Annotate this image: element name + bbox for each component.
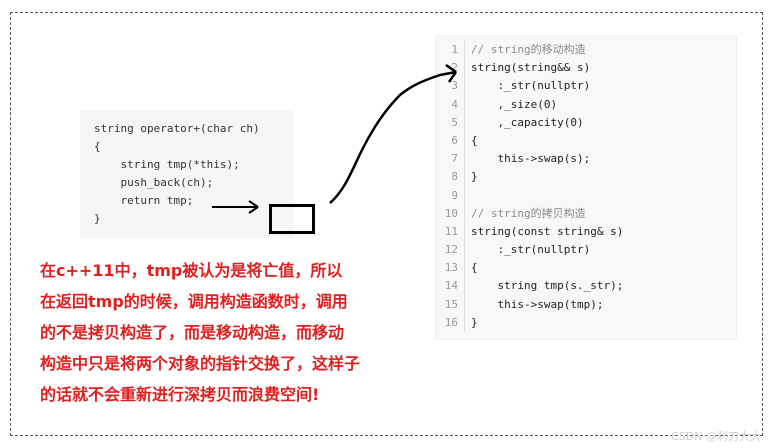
code-text: string(string&& s) <box>471 61 591 75</box>
code-row: 2 string(string&& s) <box>436 59 736 78</box>
code-row: 13 { <box>436 259 736 278</box>
line-number: 9 <box>436 186 465 205</box>
explanation-line: 的话就不会重新进行深拷贝而浪费空间! <box>40 385 320 404</box>
line-number: 10 <box>436 204 465 223</box>
curve-arrow-head <box>445 63 458 83</box>
code-row: 1 // string的移动构造 <box>436 41 736 60</box>
constructors-code-block: 1 // string的移动构造 2 string(string&& s) 3 :_… <box>435 35 737 340</box>
code-text: { <box>471 133 478 147</box>
code-text: :_str(nullptr) <box>471 243 591 257</box>
code-line: { <box>94 140 101 153</box>
explanation-line: 在c++11中，tmp被认为是将亡值，所以 <box>40 261 343 280</box>
code-row: 8} <box>436 168 736 187</box>
code-row: 12 :_str(nullptr) <box>436 241 736 260</box>
code-text: ,_size(0) <box>471 97 558 111</box>
line-number: 2 <box>436 59 465 78</box>
curve-arrow-line <box>329 70 457 204</box>
code-row: 9 <box>436 186 736 205</box>
explanation-line: 在返回tmp的时候，调用构造函数时，调用 <box>40 292 348 311</box>
code-row: 6{ <box>436 131 736 151</box>
line-number: 14 <box>436 277 465 296</box>
code-line: string tmp(*this); <box>94 158 240 171</box>
code-line: string operator+(char ch) <box>94 122 260 135</box>
explanation-text: 在c++11中，tmp被认为是将亡值，所以 在返回tmp的时候，调用构造函数时，… <box>40 255 430 410</box>
line-number: 5 <box>436 113 465 132</box>
line-number: 3 <box>436 77 465 96</box>
line-number: 13 <box>436 259 465 278</box>
line-number: 6 <box>436 131 465 151</box>
code-text: } <box>471 170 478 184</box>
code-text: this->swap(tmp); <box>471 297 604 311</box>
code-line: } <box>94 212 101 225</box>
code-row: 3 :_str(nullptr) <box>436 77 736 96</box>
code-row: 16} <box>436 313 736 332</box>
explanation-line: 构造中只是将两个对象的指针交换了，这样子 <box>40 354 361 373</box>
code-row: 4 ,_size(0) <box>436 95 736 114</box>
watermark: CSDN @利刃大大 <box>671 430 761 443</box>
code-row: 10 // string的拷贝构造 <box>436 204 736 223</box>
code-text: // string的拷贝构造 <box>471 206 586 220</box>
code-row: 14 string tmp(s._str); <box>436 277 736 296</box>
code-text: string tmp(s._str); <box>471 279 624 293</box>
code-text: this->swap(s); <box>471 152 591 166</box>
code-row: 7 this->swap(s); <box>436 150 736 169</box>
code-row: 11 string(const string& s) <box>436 222 736 242</box>
operator-plus-code-block: string operator+(char ch) { string tmp(*… <box>80 110 294 238</box>
dashed-frame <box>10 12 763 436</box>
line-number: 4 <box>436 95 465 114</box>
line-number: 7 <box>436 150 465 169</box>
code-text: string(const string& s) <box>471 224 624 238</box>
code-text: { <box>471 261 478 275</box>
code-line: push_back(ch); <box>94 176 214 189</box>
code-text: // string的移动构造 <box>471 43 586 56</box>
arrow-head <box>248 200 259 214</box>
line-number: 11 <box>436 222 465 242</box>
line-number: 15 <box>436 295 465 314</box>
code-text: :_str(nullptr) <box>471 79 591 93</box>
code-text: } <box>471 315 478 329</box>
line-number: 16 <box>436 313 465 332</box>
line-number: 12 <box>436 241 465 260</box>
line-number: 8 <box>436 168 465 187</box>
code-row: 15 this->swap(tmp); <box>436 295 736 314</box>
code-text: ,_capacity(0) <box>471 115 584 129</box>
explanation-line: 的不是拷贝构造了，而是移动构造，而移动 <box>40 323 345 342</box>
code-row: 5 ,_capacity(0) <box>436 113 736 132</box>
highlight-box <box>269 204 315 234</box>
code-line: return tmp; <box>94 194 194 207</box>
line-number: 1 <box>436 41 465 60</box>
